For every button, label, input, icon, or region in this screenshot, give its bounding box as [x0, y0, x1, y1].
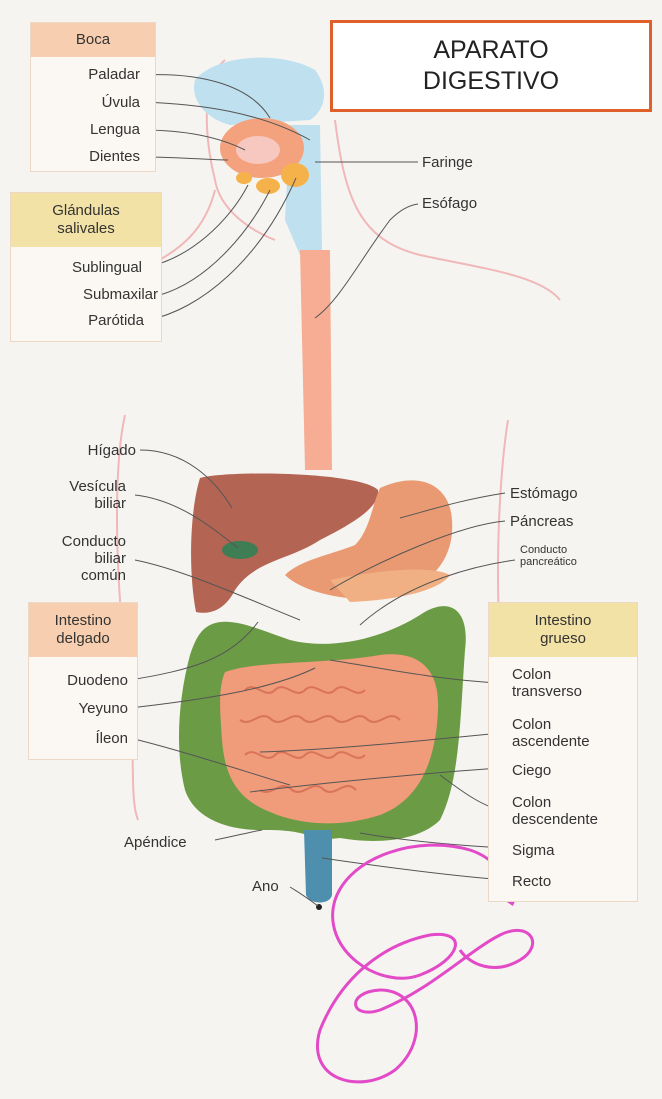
panel-intestino-delgado-header: Intestino delgado [29, 603, 137, 657]
label-ciego: Ciego [512, 762, 551, 779]
panel-intestino-grueso-header: Intestino grueso [489, 603, 637, 657]
label-lengua: Lengua [40, 121, 140, 138]
title-line-1: APARATO [433, 35, 548, 66]
tongue [236, 136, 280, 164]
esophagus [300, 250, 332, 470]
panel-glandulas-header: Glándulas salivales [11, 193, 161, 247]
label-apendice: Apéndice [124, 834, 187, 851]
salivary-gland [281, 163, 309, 187]
label-parotida: Parótida [20, 312, 144, 329]
panel-intestino-delgado-title-2: delgado [56, 630, 109, 648]
panel-intestino-delgado-title-1: Intestino [55, 612, 112, 630]
salivary-gland-2 [256, 178, 280, 194]
label-submaxilar: Submaxilar [20, 286, 158, 303]
label-sublingual: Sublingual [20, 259, 142, 276]
gallbladder [222, 541, 258, 559]
rectum [304, 830, 332, 903]
label-yeyuno: Yeyuno [30, 700, 128, 717]
panel-glandulas-title-2: salivales [57, 220, 115, 238]
label-uvula: Úvula [40, 94, 140, 111]
panel-intestino-grueso: Intestino grueso [488, 602, 638, 902]
label-sigma: Sigma [512, 842, 555, 859]
label-ano: Ano [252, 878, 279, 895]
label-paladar: Paladar [40, 66, 140, 83]
nasal-cavity [194, 58, 324, 125]
label-dientes: Dientes [40, 148, 140, 165]
title-box: APARATO DIGESTIVO [330, 20, 652, 112]
mouth-region [194, 58, 324, 255]
label-duodeno: Duodeno [30, 672, 128, 689]
salivary-gland-3 [236, 172, 252, 184]
label-esofago: Esófago [422, 195, 477, 212]
label-higado: Hígado [40, 442, 136, 459]
panel-glandulas-title-1: Glándulas [52, 202, 120, 220]
title-line-2: DIGESTIVO [423, 66, 559, 97]
panel-intestino-grueso-title-2: grueso [540, 630, 586, 648]
label-estomago: Estómago [510, 485, 578, 502]
panel-boca-header: Boca [31, 23, 155, 57]
label-recto: Recto [512, 873, 551, 890]
panel-boca-title: Boca [76, 31, 110, 49]
label-pancreas: Páncreas [510, 513, 573, 530]
label-ileon: Íleon [30, 730, 128, 747]
label-faringe: Faringe [422, 154, 473, 171]
panel-intestino-grueso-title-1: Intestino [535, 612, 592, 630]
small-intestine [220, 654, 438, 823]
